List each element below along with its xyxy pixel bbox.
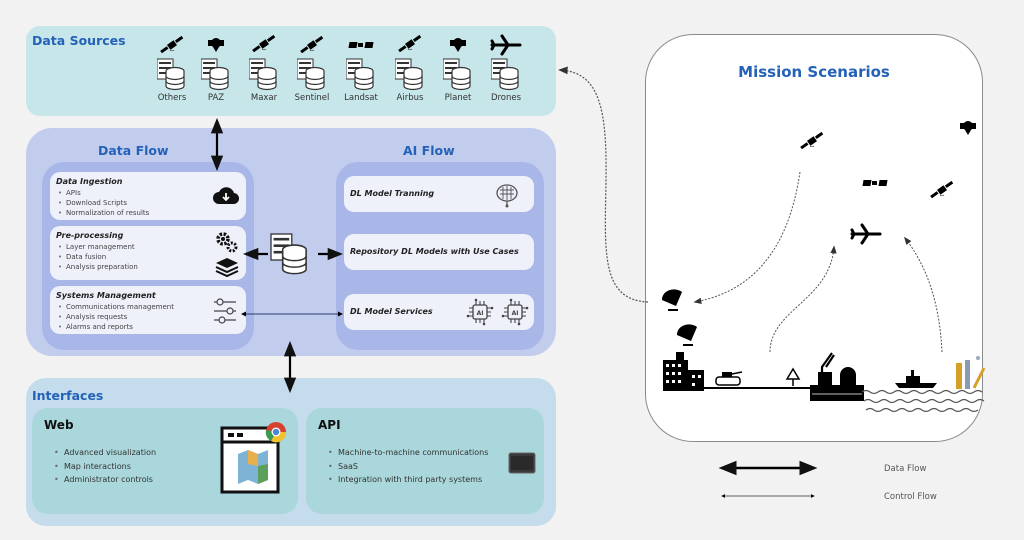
list-item: Data fusion [56,252,240,262]
data-source-label: Sentinel [294,93,330,103]
list-item: Machine-to-machine communications [328,446,488,460]
satellite-icon [960,121,976,135]
dashed-arrow-uplink [769,245,837,353]
data-source-label: Landsat [344,93,378,103]
list-item: Download Scripts [56,198,240,208]
data-source-label: Airbus [396,93,424,103]
waves-icon [861,389,985,413]
list-item: SaaS [328,460,488,474]
antenna-icon [661,289,682,311]
satellite-icon [929,180,954,199]
dl-model-services-card[interactable]: DL Model Services [344,294,534,330]
data-source-landsat[interactable]: Landsat [339,32,383,103]
tank-icon [715,371,743,386]
data-sources-panel: Data Sources Others PAZ Maxar Sentinel L… [26,26,556,116]
interfaces-panel: Interfaces Web Advanced visualization Ma… [26,378,556,526]
list-item: Alarms and reports [56,322,240,332]
airplane-icon [850,223,882,245]
dl-model-training-card[interactable]: DL Model Tranning [344,176,534,212]
pre-processing-card[interactable]: Pre-processing Layer management Data fus… [50,226,246,280]
data-source-label: Others [157,93,187,103]
repository-dl-models-card[interactable]: Repository DL Models with Use Cases [344,234,534,270]
antenna-icon [676,324,697,346]
card-title: DL Model Tranning [350,189,435,198]
list-item: Analysis preparation [56,262,240,272]
brain-chip-icon [496,184,518,208]
list-item: Communications management [56,302,240,312]
list-item: Integration with third party systems [328,473,488,487]
list-item: Administrator controls [54,473,156,487]
data-source-planet[interactable]: Planet [436,32,480,103]
data-source-airbus[interactable]: Airbus [388,32,432,103]
list-item: Layer management [56,242,240,252]
dashed-arrow-to-data-sources [558,66,649,303]
legend-data-flow-label: Data Flow [884,464,927,474]
browser-map-icon [220,422,287,494]
terminal-icon [508,452,536,474]
gears-icon [216,232,238,253]
data-source-label: PAZ [207,93,225,103]
ai-flow-title: AI Flow [403,143,455,158]
web-title: Web [44,418,74,432]
card-title: Data Ingestion [56,177,123,186]
systems-management-card[interactable]: Systems Management Communications manage… [50,286,246,334]
building-icon [663,352,704,391]
data-source-label: Drones [490,93,522,103]
data-sources-title: Data Sources [32,33,126,48]
list-item: Advanced visualization [54,446,156,460]
data-flow-box: Data Ingestion APIs Download Scripts Nor… [42,162,254,350]
tree-icon [785,367,801,386]
data-flow-title: Data Flow [98,143,169,158]
cloud-download-icon [213,187,239,205]
processing-panel: Data Flow AI Flow Data Ingestion APIs Do… [26,128,556,356]
card-title: Repository DL Models with Use Cases [350,247,519,256]
list-item: Normalization of results [56,208,240,218]
dashed-arrow-downlink [693,171,801,304]
card-title: Pre-processing [56,231,124,240]
dashed-arrow-sea-uplink [904,236,943,353]
satellite-icon [799,131,824,150]
port-crane-icon [810,352,864,401]
warship-icon [895,370,937,388]
sliders-icon [214,298,236,324]
api-title: API [318,418,341,432]
data-ingestion-card[interactable]: Data Ingestion APIs Download Scripts Nor… [50,172,246,220]
interfaces-title: Interfaces [32,388,104,403]
ai-flow-box: DL Model Tranning Repository DL Models w… [336,162,544,350]
web-interface-card[interactable]: Web Advanced visualization Map interacti… [32,408,298,514]
layers-icon [215,258,239,278]
list-item: APIs [56,188,240,198]
data-source-sentinel[interactable]: Sentinel [290,32,334,103]
card-title: DL Model Services [350,307,433,316]
data-source-label: Planet [444,93,472,103]
satellite-panels-icon [862,180,888,186]
data-source-paz[interactable]: PAZ [194,32,238,103]
api-interface-card[interactable]: API Machine-to-machine communications Sa… [306,408,544,514]
list-item: Analysis requests [56,312,240,322]
data-source-drones[interactable]: Drones [484,32,528,103]
data-source-others[interactable]: Others [150,32,194,103]
mission-scenarios-title: Mission Scenarios [738,63,890,81]
data-source-maxar[interactable]: Maxar [242,32,286,103]
list-item: Map interactions [54,460,156,474]
offshore-platform-icon [956,356,986,389]
card-title: Systems Management [56,291,156,300]
legend-control-flow-label: Control Flow [884,492,937,502]
data-source-label: Maxar [250,93,278,103]
